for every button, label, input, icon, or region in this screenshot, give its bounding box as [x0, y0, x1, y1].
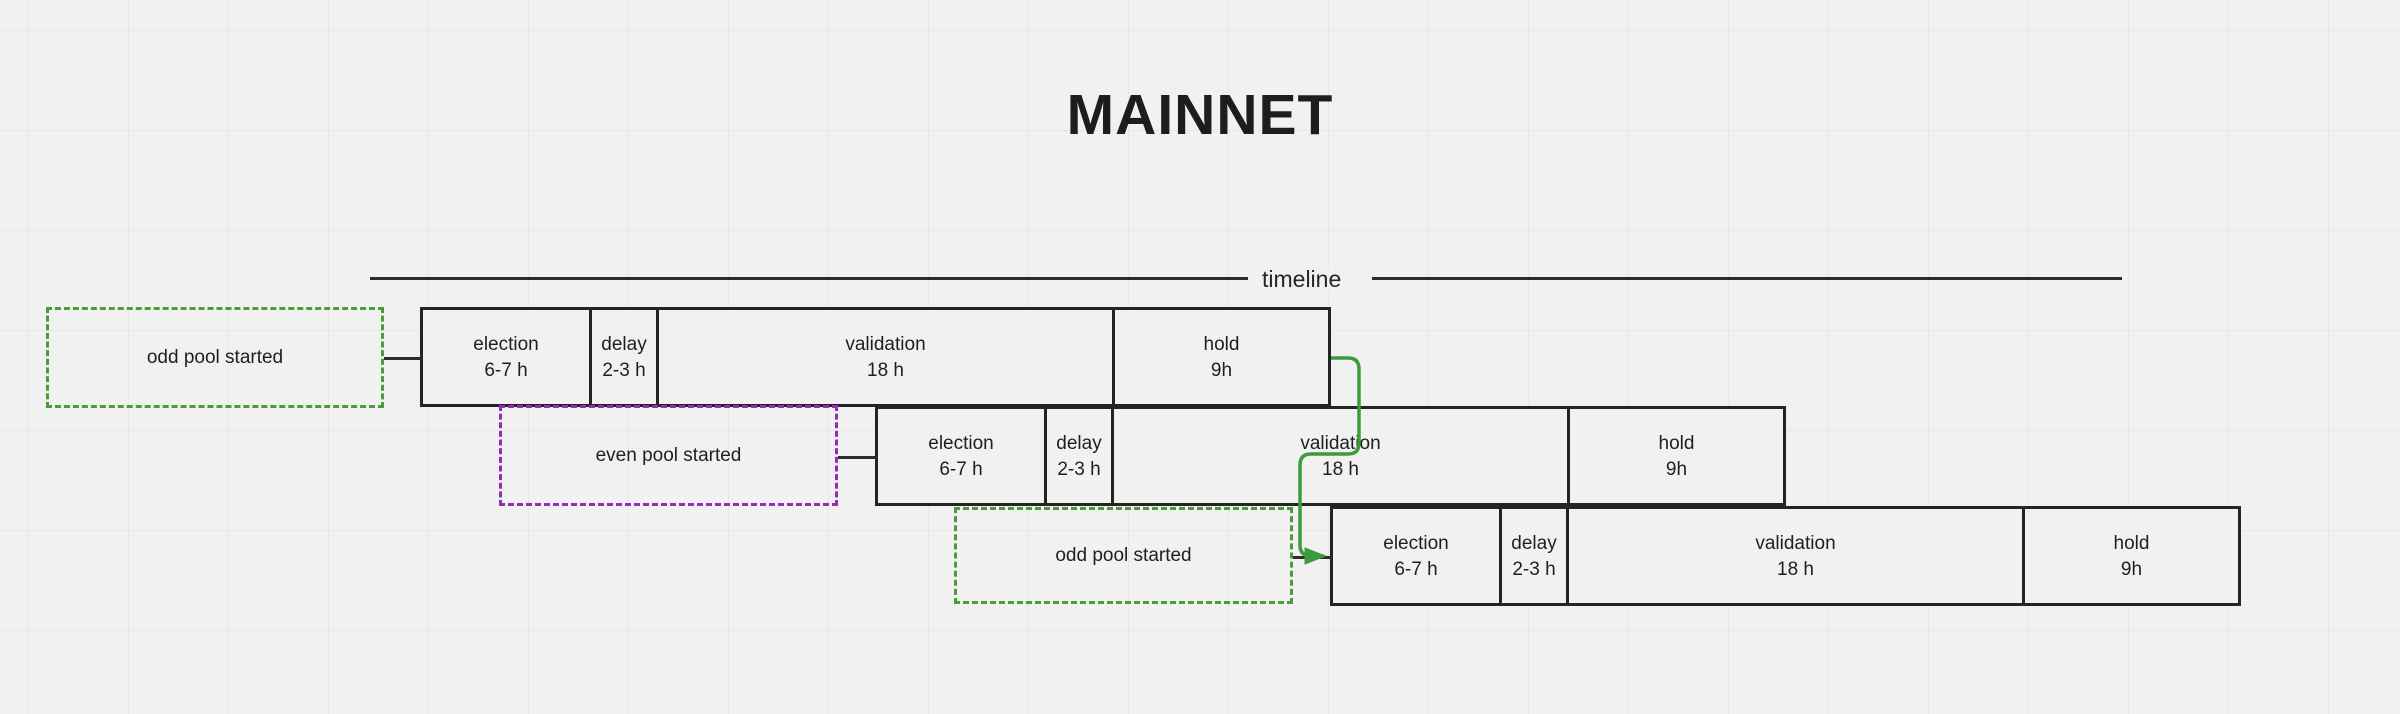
phase-box-delay[interactable]: delay 2-3 h: [589, 307, 659, 407]
phase-box-delay[interactable]: delay 2-3 h: [1499, 506, 1569, 606]
phase-label: delay: [1056, 432, 1102, 454]
note-label: odd pool started: [1055, 545, 1192, 566]
note-label: even pool started: [595, 445, 742, 466]
phase-box-hold[interactable]: hold 9h: [2022, 506, 2241, 606]
phase-label: validation: [1300, 432, 1381, 454]
phase-duration: 9h: [1210, 359, 1233, 381]
timeline-axis-right: [1372, 277, 2122, 280]
phase-duration: 18 h: [1322, 458, 1359, 480]
note-box-odd-pool-started-2[interactable]: odd pool started: [954, 507, 1293, 604]
timeline-axis-left: [370, 277, 1248, 280]
connector-note3-to-row3: [1293, 556, 1332, 559]
phase-duration: 2-3 h: [1512, 558, 1556, 580]
phase-duration: 18 h: [867, 359, 904, 381]
phase-duration: 6-7 h: [484, 359, 528, 381]
phase-label: election: [1383, 532, 1449, 554]
phase-label: delay: [601, 333, 647, 355]
phase-box-election[interactable]: election 6-7 h: [420, 307, 592, 407]
phase-duration: 6-7 h: [1394, 558, 1438, 580]
timeline-axis-label: timeline: [1248, 268, 1356, 291]
phase-label: hold: [1658, 432, 1695, 454]
phase-box-delay[interactable]: delay 2-3 h: [1044, 406, 1114, 506]
note-label: odd pool started: [146, 347, 284, 368]
phase-duration: 18 h: [1777, 558, 1814, 580]
phase-box-validation[interactable]: validation 18 h: [1566, 506, 2025, 606]
phase-duration: 9h: [1665, 458, 1688, 480]
page-title: MAINNET: [1066, 83, 1334, 147]
connector-note1-to-row1: [384, 357, 422, 360]
connector-note2-to-row2: [838, 456, 877, 459]
note-box-odd-pool-started-1[interactable]: odd pool started: [46, 307, 384, 408]
phase-label: validation: [1755, 532, 1836, 554]
phase-label: hold: [1203, 333, 1240, 355]
note-box-even-pool-started[interactable]: even pool started: [499, 405, 838, 506]
phase-label: delay: [1511, 532, 1557, 554]
phase-box-hold[interactable]: hold 9h: [1112, 307, 1331, 407]
phase-label: validation: [845, 333, 926, 355]
phase-duration: 2-3 h: [602, 359, 646, 381]
phase-box-validation[interactable]: validation 18 h: [1111, 406, 1570, 506]
phase-box-election[interactable]: election 6-7 h: [875, 406, 1047, 506]
phase-label: election: [928, 432, 994, 454]
phase-duration: 6-7 h: [939, 458, 983, 480]
phase-duration: 9h: [2120, 558, 2143, 580]
phase-box-validation[interactable]: validation 18 h: [656, 307, 1115, 407]
phase-label: election: [473, 333, 539, 355]
phase-box-hold[interactable]: hold 9h: [1567, 406, 1786, 506]
phase-duration: 2-3 h: [1057, 458, 1101, 480]
phase-label: hold: [2113, 532, 2150, 554]
phase-box-election[interactable]: election 6-7 h: [1330, 506, 1502, 606]
